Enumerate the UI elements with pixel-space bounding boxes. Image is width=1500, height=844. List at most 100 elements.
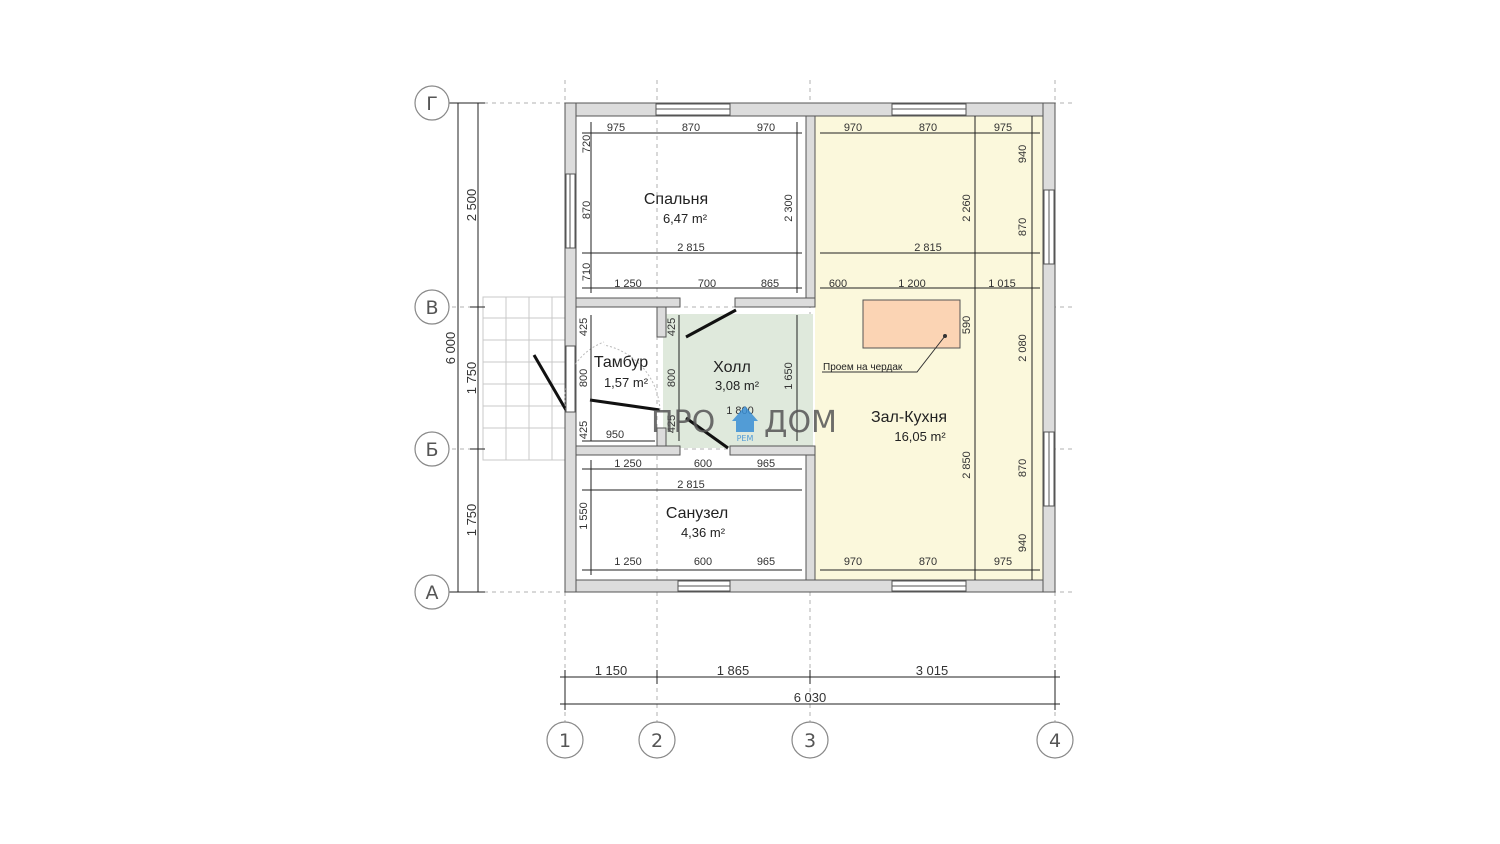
dim-bedroom-bottom-2: 700 [698, 278, 716, 290]
interior-wall-axis3-lower [805, 447, 816, 581]
room-name-hall: Холл [713, 359, 751, 376]
dim-bottom-3015: 3 015 [916, 663, 949, 678]
dim-bath-bottom-2: 600 [694, 556, 712, 568]
dim-living-right-top-1: 940 [1017, 145, 1029, 163]
dim-left-total: 6 000 [443, 332, 458, 365]
dim-living-right-mid: 2 080 [1017, 334, 1029, 362]
door-arcs [564, 341, 661, 411]
axis-label-3: 3 [804, 730, 816, 752]
exterior-wall-bottom [564, 579, 1056, 593]
axis-bubble-4: 4 [1036, 721, 1074, 759]
dim-bedroom-bottom-1: 1 250 [614, 278, 642, 290]
axis-bubble-1: 1 [546, 721, 584, 759]
interior-wall-bedroom-bottom-right [734, 297, 816, 308]
dim-living-top-3: 975 [994, 122, 1012, 134]
porch-stairs [482, 296, 567, 461]
dim-vestibule-left-1: 425 [578, 318, 590, 336]
room-area-bathroom: 4,36 m² [681, 525, 726, 540]
dim-living-right-bottom-2: 940 [1017, 534, 1029, 552]
attic-opening-label: Проем на чердак [823, 362, 903, 373]
logo-text-left: ПРО [651, 405, 715, 440]
axis-bubble-a: А [414, 574, 450, 610]
dim-bath-bottom-1: 1 250 [614, 556, 642, 568]
dim-left-2500: 2 500 [464, 189, 479, 222]
room-name-bathroom: Санузел [666, 505, 728, 522]
windows [565, 103, 1055, 592]
interior-wall-bedroom-bottom-left [575, 297, 681, 308]
vestibule-door-leaf [589, 398, 661, 412]
window-vestibule-left [565, 345, 576, 413]
axis-label-a: А [426, 582, 439, 604]
dim-bottom-1865: 1 865 [717, 663, 750, 678]
dim-vestibule-left-2: 800 [578, 369, 590, 387]
axis-bubble-g: Г [414, 85, 450, 121]
axis-label-1: 1 [559, 730, 571, 752]
dim-bedroom-right: 2 300 [783, 194, 795, 222]
dim-living-bottom-2: 870 [919, 556, 937, 568]
axis-bubble-3: 3 [791, 721, 829, 759]
dim-bedroom-bottom-3: 865 [761, 278, 779, 290]
dim-bath-left: 1 550 [578, 502, 590, 530]
interior-wall-bath-top-right [729, 445, 816, 456]
room-area-hall: 3,08 m² [715, 378, 760, 393]
room-name-bedroom: Спальня [644, 191, 708, 208]
dim-bedroom-top-3: 970 [757, 122, 775, 134]
dim-bedroom-left-3: 710 [581, 263, 593, 281]
dim-left-1750-upper: 1 750 [464, 362, 479, 395]
room-area-living-kitchen: 16,05 m² [894, 429, 946, 444]
dim-living-inner-bottom: 2 850 [961, 451, 973, 479]
dim-vestibule-left-3: 425 [578, 421, 590, 439]
room-area-bedroom: 6,47 m² [663, 211, 708, 226]
bedroom-door-leaf [685, 308, 737, 339]
interior-dimension-lines [582, 116, 1040, 580]
dim-living-inner-top: 2 260 [961, 194, 973, 222]
dim-bath-top-1: 1 250 [614, 458, 642, 470]
dim-bedroom-top-2: 870 [682, 122, 700, 134]
axis-label-g: Г [426, 93, 438, 115]
interior-wall-axis3-upper [805, 115, 816, 305]
interior-wall-bath-top-left [575, 445, 681, 456]
dim-living-top-1: 970 [844, 122, 862, 134]
dim-bath-width: 2 815 [677, 479, 705, 491]
axis-bubble-2: 2 [638, 721, 676, 759]
dim-living-bottom-3: 975 [994, 556, 1012, 568]
room-area-vestibule: 1,57 m² [604, 375, 649, 390]
axis-label-2: 2 [651, 730, 663, 752]
dim-bedroom-left-1: 720 [581, 135, 593, 153]
bathroom-door-leaf [685, 416, 729, 450]
dim-living-mid-3: 1 015 [988, 278, 1016, 290]
attic-opening-leader [822, 335, 946, 373]
dim-bedroom-top-1: 975 [607, 122, 625, 134]
dim-living-top-2: 870 [919, 122, 937, 134]
dim-bedroom-width: 2 815 [677, 242, 705, 254]
dim-hall-left-2: 800 [666, 369, 678, 387]
dim-bottom-1150: 1 150 [595, 663, 628, 678]
dim-left-1750-lower: 1 750 [464, 504, 479, 537]
dim-bath-top-2: 600 [694, 458, 712, 470]
dim-hall-left-3: 425 [666, 415, 678, 433]
watermark-logo: ПРО РЕМ ДОМ [651, 405, 837, 443]
logo-sub-text: РЕМ [737, 434, 754, 443]
room-name-vestibule: Тамбур [594, 354, 648, 371]
axis-bubble-v: В [414, 289, 450, 325]
exterior-wall-right [1042, 102, 1056, 593]
axis-label-b: Б [425, 439, 438, 461]
dim-hatch-height: 590 [961, 316, 973, 334]
dim-bedroom-left-2: 870 [581, 201, 593, 219]
partition-vestibule-hall-lower [656, 427, 667, 447]
exterior-dimension-lines [445, 102, 1060, 710]
dim-bath-bottom-3: 965 [757, 556, 775, 568]
dim-living-right-bottom-1: 870 [1017, 459, 1029, 477]
dim-hall-left-1: 425 [666, 318, 678, 336]
house-icon [732, 406, 758, 432]
logo-text-right: ДОМ [764, 405, 837, 440]
attic-opening-hatch [862, 299, 961, 349]
dim-living-right-top-2: 870 [1017, 218, 1029, 236]
doors [532, 308, 737, 450]
dim-vestibule-bottom: 950 [606, 429, 624, 441]
axis-label-v: В [425, 297, 438, 319]
room-name-living-kitchen: Зал-Кухня [871, 409, 947, 426]
attic-opening-leader-dot [943, 334, 947, 338]
axis-label-4: 4 [1049, 730, 1061, 752]
